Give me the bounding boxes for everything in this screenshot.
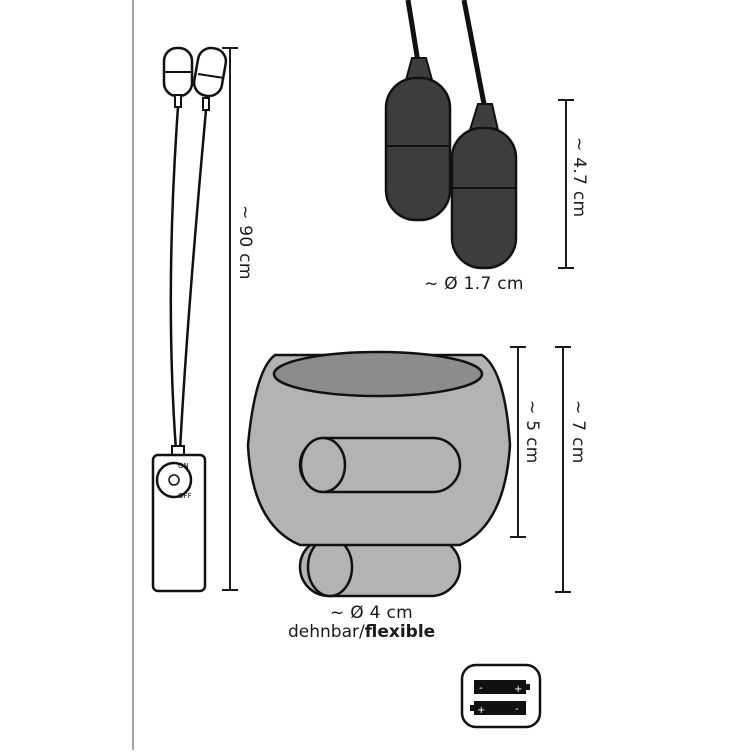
egg-cord-left xyxy=(405,0,421,63)
egg-left-cap xyxy=(404,57,434,81)
ring-outer-height-label: ~ 7 cm xyxy=(568,400,588,464)
plug-right xyxy=(192,46,228,98)
ring-outer-dimension xyxy=(555,346,571,593)
controller-off-label: OFF xyxy=(178,492,192,500)
controller-on-label: ON xyxy=(178,462,189,470)
ring-bullet-front-end xyxy=(299,436,347,494)
cable-right xyxy=(178,109,208,451)
egg-length-label: ~ 4.7 cm xyxy=(569,137,589,218)
egg-length-dimension xyxy=(558,99,574,269)
battery-cell-bottom xyxy=(474,701,526,715)
egg-diameter-label: ~ Ø 1.7 cm xyxy=(424,274,524,294)
plug-left-neck xyxy=(174,94,182,108)
material-emphasis: flexible xyxy=(364,622,436,642)
cable-length-label: ~ 90 cm xyxy=(235,205,255,280)
battery-top-minus: - xyxy=(479,683,483,694)
ring-opening xyxy=(272,350,484,398)
vibrating-eggs xyxy=(384,0,518,270)
battery-bottom-minus: - xyxy=(515,704,519,715)
battery-bottom-plus: + xyxy=(477,705,485,716)
cock-ring xyxy=(246,350,512,598)
battery-icon: - + + - xyxy=(460,663,542,729)
egg-right-cap xyxy=(468,103,500,131)
cable-length-dimension xyxy=(222,47,238,591)
egg-right xyxy=(450,126,518,270)
battery-cell-top xyxy=(474,680,526,694)
plug-right-seam xyxy=(197,73,225,79)
ring-diameter-label: ~ Ø 4 cm xyxy=(330,603,413,623)
material-prefix: dehnbar/ xyxy=(288,622,365,642)
remote-controller: ON OFF xyxy=(151,46,228,593)
ring-inner-dimension xyxy=(510,346,526,538)
egg-left xyxy=(384,76,452,222)
cable-left xyxy=(169,106,180,451)
plug-right-neck xyxy=(202,97,210,111)
ring-inner-height-label: ~ 5 cm xyxy=(522,400,542,464)
controller-dial-center xyxy=(168,474,180,486)
ring-bullet-bottom-end xyxy=(306,536,354,598)
material-label: dehnbar/flexible xyxy=(288,622,435,642)
battery-top-plus: + xyxy=(514,684,522,695)
egg-cord-right xyxy=(461,0,487,105)
